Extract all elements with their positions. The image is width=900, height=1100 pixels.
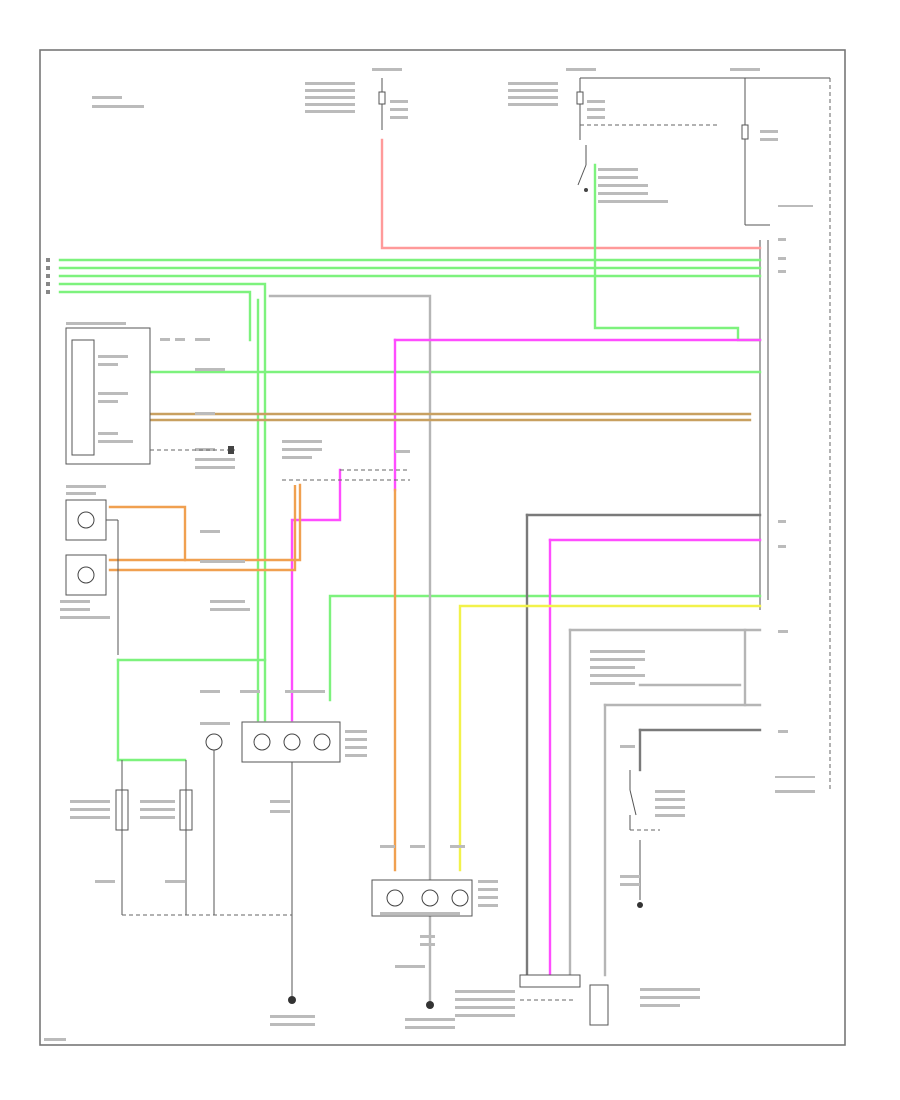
center-module	[282, 440, 410, 481]
bulb-icon	[451, 889, 469, 907]
trunk-switch	[620, 745, 685, 900]
diagram-frame	[39, 49, 846, 1046]
fuse-left	[378, 78, 386, 130]
orange-wires	[108, 412, 752, 872]
right-connector-bus	[759, 205, 815, 793]
wire-yellow	[458, 604, 762, 872]
left-switch-box	[65, 322, 235, 469]
bulb-icon	[283, 733, 301, 751]
green-bus	[58, 163, 762, 762]
bottom-connector	[455, 974, 700, 1026]
bulb-icon	[253, 733, 271, 751]
door-switches	[70, 760, 292, 916]
bulb-icon	[313, 733, 331, 751]
right-module-label	[590, 650, 645, 685]
page-number	[44, 1038, 66, 1041]
gray-wires	[268, 294, 762, 1002]
fuse-right	[580, 77, 831, 790]
fuse-block-labels	[305, 68, 778, 141]
bus-connector	[46, 258, 50, 294]
legend	[92, 96, 144, 108]
bulb-icon	[205, 733, 223, 751]
bulb-icon	[77, 511, 95, 529]
bulb-icon	[421, 889, 439, 907]
bulb-icon	[386, 889, 404, 907]
fuse-middle	[576, 78, 720, 140]
switch-icon	[577, 145, 668, 203]
instrument-cluster-left	[200, 690, 367, 1000]
ground-icon	[270, 902, 643, 1029]
instrument-cluster-right	[371, 845, 498, 968]
wire-red	[380, 138, 762, 250]
selector-switch	[60, 485, 250, 655]
